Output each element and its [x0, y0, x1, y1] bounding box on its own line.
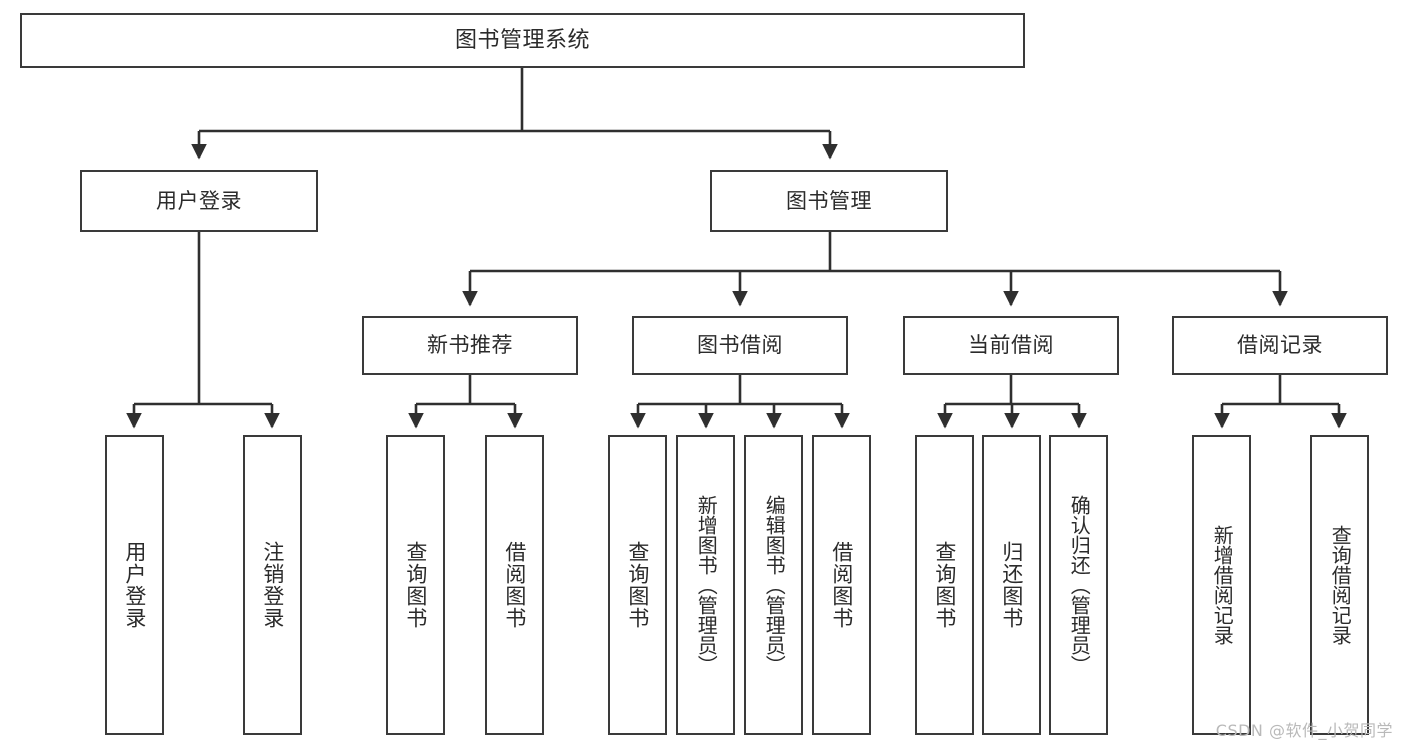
node-user-login[interactable]: 用户登录	[80, 170, 318, 232]
node-label: 注销登录	[260, 541, 285, 629]
node-label: 新增借阅记录	[1210, 525, 1235, 645]
node-leaf-borrow-book-1[interactable]: 借阅图书	[485, 435, 544, 735]
node-leaf-add-book[interactable]: 新增图书（管理员）	[676, 435, 735, 735]
node-label: 图书管理	[786, 188, 872, 213]
node-leaf-user-login[interactable]: 用户登录	[105, 435, 164, 735]
node-leaf-query-record[interactable]: 查询借阅记录	[1310, 435, 1369, 735]
node-label: 确认归还（管理员）	[1067, 495, 1092, 675]
node-root-book-management-system[interactable]: 图书管理系统	[20, 13, 1025, 68]
node-label: 借阅图书	[502, 541, 527, 629]
node-label: 用户登录	[156, 188, 242, 213]
node-label: 查询图书	[625, 541, 650, 629]
node-new-book-recommend[interactable]: 新书推荐	[362, 316, 578, 375]
node-leaf-borrow-book-2[interactable]: 借阅图书	[812, 435, 871, 735]
node-leaf-add-record[interactable]: 新增借阅记录	[1192, 435, 1251, 735]
node-label: 图书借阅	[697, 333, 783, 358]
node-label: 用户登录	[122, 541, 147, 629]
node-label: 借阅图书	[829, 541, 854, 629]
node-book-management[interactable]: 图书管理	[710, 170, 948, 232]
node-leaf-query-book-2[interactable]: 查询图书	[608, 435, 667, 735]
node-book-borrow[interactable]: 图书借阅	[632, 316, 848, 375]
csdn-watermark: CSDN @软件_小贺同学	[1215, 721, 1393, 740]
node-leaf-logout-login[interactable]: 注销登录	[243, 435, 302, 735]
node-label: 编辑图书（管理员）	[762, 495, 787, 675]
node-leaf-edit-book[interactable]: 编辑图书（管理员）	[744, 435, 803, 735]
node-leaf-query-book-3[interactable]: 查询图书	[915, 435, 974, 735]
node-label: 查询图书	[403, 541, 428, 629]
node-label: 新增图书（管理员）	[694, 495, 719, 675]
node-label: 查询借阅记录	[1328, 525, 1353, 645]
node-label: 当前借阅	[968, 333, 1054, 358]
node-label: 查询图书	[932, 541, 957, 629]
node-current-borrow[interactable]: 当前借阅	[903, 316, 1119, 375]
node-label: 归还图书	[999, 541, 1024, 629]
node-label: 借阅记录	[1237, 333, 1323, 358]
node-label: 图书管理系统	[454, 27, 590, 53]
node-leaf-return-book[interactable]: 归还图书	[982, 435, 1041, 735]
node-leaf-query-book-1[interactable]: 查询图书	[386, 435, 445, 735]
node-borrow-record[interactable]: 借阅记录	[1172, 316, 1388, 375]
node-label: 新书推荐	[427, 333, 513, 358]
node-leaf-confirm-return[interactable]: 确认归还（管理员）	[1049, 435, 1108, 735]
